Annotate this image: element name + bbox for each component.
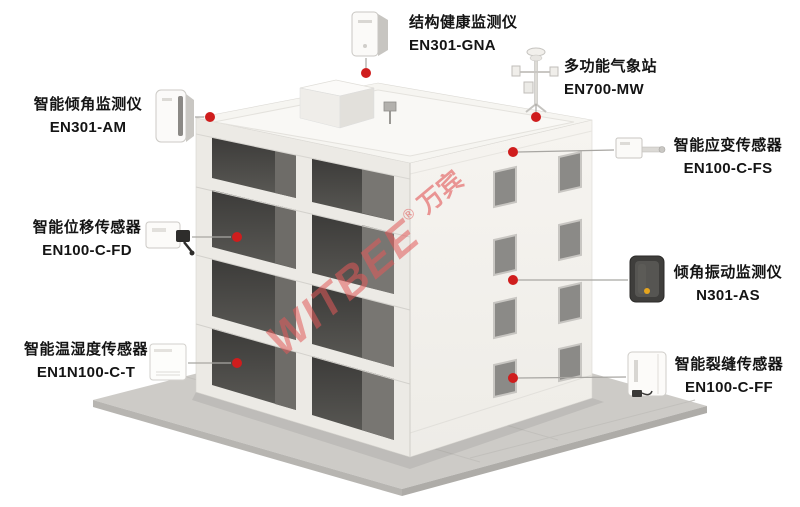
label-crack-sensor: 智能裂缝传感器 EN100-C-FF	[660, 353, 798, 399]
building-left-face	[195, 117, 411, 458]
label-weather-station: 多功能气象站 EN700-MW	[564, 55, 657, 101]
building-right-face	[409, 119, 593, 458]
sensor-markers	[205, 68, 541, 383]
sensor-marker-fd	[232, 232, 242, 242]
sensor-title: 多功能气象站	[564, 58, 658, 75]
window	[493, 358, 517, 399]
weather-station-icon	[511, 47, 559, 113]
crack-sensor-icon	[627, 351, 667, 397]
sensor-title: 智能裂缝传感器	[674, 356, 784, 373]
sensor-title: 智能倾角监测仪	[33, 96, 143, 113]
leader-lines	[188, 58, 628, 379]
window	[558, 218, 582, 262]
window	[558, 342, 582, 383]
window	[493, 233, 517, 277]
sensor-model: EN700-MW	[564, 81, 644, 98]
temp-humidity-sensor-icon	[149, 343, 187, 381]
label-tilt-vibration-monitor: 倾角振动监测仪 N301-AS	[658, 261, 798, 307]
sensor-model: EN1N100-C-T	[36, 364, 136, 381]
leader-line-ff	[517, 376, 627, 379]
sensor-marker-t	[232, 358, 242, 368]
label-displacement-sensor: 智能位移传感器 EN100-C-FD	[16, 216, 158, 262]
sensor-model: EN100-C-FF	[684, 379, 773, 396]
tilt-vibration-monitor-icon	[629, 255, 665, 303]
sensor-marker-ff	[508, 373, 518, 383]
leader-line-fs	[517, 149, 615, 153]
sensor-marker-fs	[508, 147, 518, 157]
structural-health-monitor-icon	[351, 11, 388, 57]
sensor-model: EN301-AM	[49, 119, 127, 136]
window	[558, 281, 582, 325]
sensor-title: 智能温湿度传感器	[23, 341, 148, 358]
window	[493, 165, 517, 209]
sensor-title: 智能应变传感器	[673, 137, 783, 154]
label-tilt-monitor: 智能倾角监测仪 EN301-AM	[18, 93, 158, 139]
label-structural-health-monitor: 结构健康监测仪 EN301-GNA	[409, 11, 518, 57]
tilt-monitor-icon	[155, 89, 194, 143]
rooftop-structure	[299, 79, 375, 129]
sensor-title: 倾角振动监测仪	[673, 264, 783, 281]
roof-device	[383, 101, 397, 124]
sensor-marker-am	[205, 112, 215, 122]
window	[558, 150, 582, 194]
window	[493, 296, 517, 340]
label-strain-sensor: 智能应变传感器 EN100-C-FS	[658, 134, 798, 180]
sensor-marker-as	[508, 275, 518, 285]
sensor-model: N301-AS	[696, 287, 760, 304]
strain-sensor-icon	[615, 137, 666, 159]
sensor-model: EN301-GNA	[409, 37, 496, 54]
displacement-sensor-icon	[145, 221, 195, 256]
building-shadow	[192, 392, 604, 469]
building-roof	[195, 79, 593, 457]
sensor-title: 智能位移传感器	[32, 219, 142, 236]
label-temp-humidity-sensor: 智能温湿度传感器 EN1N100-C-T	[10, 338, 162, 384]
sensor-model: EN100-C-FS	[683, 160, 773, 177]
sensor-marker-gna	[361, 68, 371, 78]
sensor-model: EN100-C-FD	[42, 242, 132, 259]
sensor-title: 结构健康监测仪	[409, 14, 518, 31]
sensor-marker-mw	[531, 112, 541, 122]
